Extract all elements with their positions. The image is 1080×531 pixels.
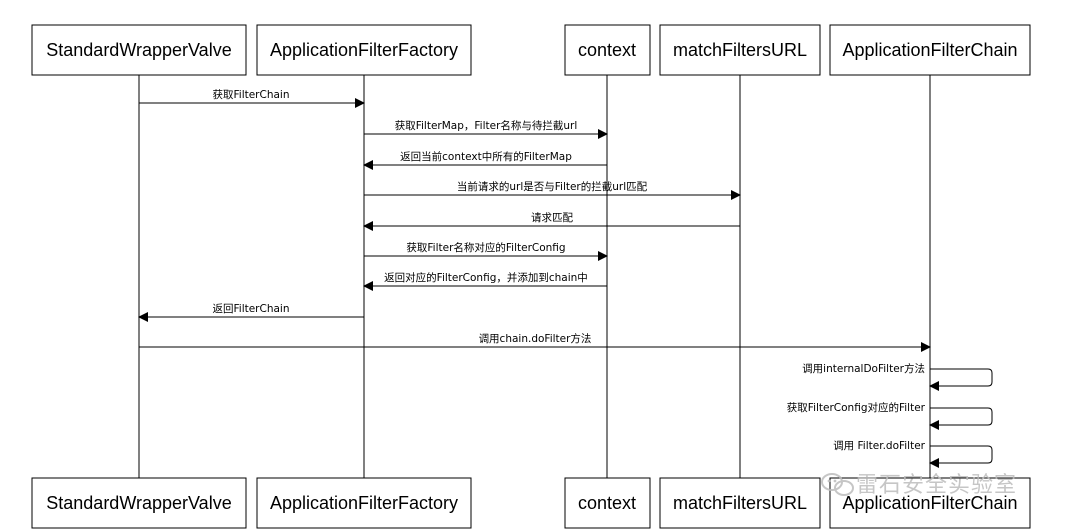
message-label: 获取Filter名称对应的FilterConfig <box>406 241 565 254</box>
participant-box-afc-bottom: ApplicationFilterChain <box>829 477 1031 529</box>
participant-label: ApplicationFilterFactory <box>270 493 458 513</box>
messages: 获取FilterChain 获取FilterMap，Filter名称与待拦截ur… <box>138 89 993 468</box>
participants-top: StandardWrapperValve ApplicationFilterFa… <box>31 24 1031 76</box>
self-message-internal-do-filter: 调用internalDoFilter方法 <box>802 362 993 391</box>
lifelines <box>138 75 931 478</box>
participant-label: matchFiltersURL <box>673 493 807 513</box>
message-label: 获取FilterMap，Filter名称与待拦截url <box>395 119 578 132</box>
participant-label: StandardWrapperValve <box>46 40 231 60</box>
message-label: 请求匹配 <box>531 211 573 224</box>
participant-label: matchFiltersURL <box>673 40 807 60</box>
participant-label: context <box>578 493 636 513</box>
message-label: 返回对应的FilterConfig，并添加到chain中 <box>384 271 588 284</box>
message-return-filter-maps: 返回当前context中所有的FilterMap <box>363 150 607 170</box>
watermark-text: 雷石安全实验室 <box>856 473 1017 498</box>
message-return-filter-chain: 返回FilterChain <box>138 303 364 322</box>
participant-label: context <box>578 40 636 60</box>
participant-box-mfu-bottom: matchFiltersURL <box>659 477 821 529</box>
message-get-filter-config: 获取Filter名称对应的FilterConfig <box>364 241 608 261</box>
watermark: 雷石安全实验室 <box>821 473 1017 498</box>
participant-box-afc: ApplicationFilterChain <box>829 24 1031 76</box>
participant-label: ApplicationFilterChain <box>842 493 1017 513</box>
message-label: 获取FilterConfig对应的Filter <box>787 401 926 414</box>
message-label: 当前请求的url是否与Filter的拦截url匹配 <box>457 180 648 193</box>
message-label: 获取FilterChain <box>213 89 290 101</box>
wechat-icon <box>821 473 854 496</box>
message-match-url: 当前请求的url是否与Filter的拦截url匹配 <box>364 180 741 200</box>
message-label: 调用 Filter.doFilter <box>833 440 925 452</box>
message-label: 调用internalDoFilter方法 <box>802 362 925 375</box>
message-get-filter-map: 获取FilterMap，Filter名称与待拦截url <box>364 119 608 139</box>
message-get-filter-chain: 获取FilterChain <box>139 89 365 108</box>
message-label: 返回当前context中所有的FilterMap <box>400 150 572 163</box>
message-return-filter-config: 返回对应的FilterConfig，并添加到chain中 <box>363 271 607 291</box>
participant-label: StandardWrapperValve <box>46 493 231 513</box>
message-label: 返回FilterChain <box>213 303 290 315</box>
participant-label: ApplicationFilterFactory <box>270 40 458 60</box>
participant-label: ApplicationFilterChain <box>842 40 1017 60</box>
message-label: 调用chain.doFilter方法 <box>479 332 592 345</box>
participants-bottom: StandardWrapperValve ApplicationFilterFa… <box>31 477 1031 529</box>
self-message-filter-do-filter: 调用 Filter.doFilter <box>833 440 993 468</box>
participant-box-swv-bottom: StandardWrapperValve <box>31 477 247 529</box>
participant-box-swv: StandardWrapperValve <box>31 24 247 76</box>
self-message-get-filter: 获取FilterConfig对应的Filter <box>787 401 993 430</box>
participant-box-ctx: context <box>564 24 651 76</box>
message-request-match: 请求匹配 <box>363 211 740 231</box>
message-do-filter: 调用chain.doFilter方法 <box>139 332 931 352</box>
participant-box-mfu: matchFiltersURL <box>659 24 821 76</box>
participant-box-aff: ApplicationFilterFactory <box>256 24 472 76</box>
participant-box-ctx-bottom: context <box>564 477 651 529</box>
participant-box-aff-bottom: ApplicationFilterFactory <box>256 477 472 529</box>
